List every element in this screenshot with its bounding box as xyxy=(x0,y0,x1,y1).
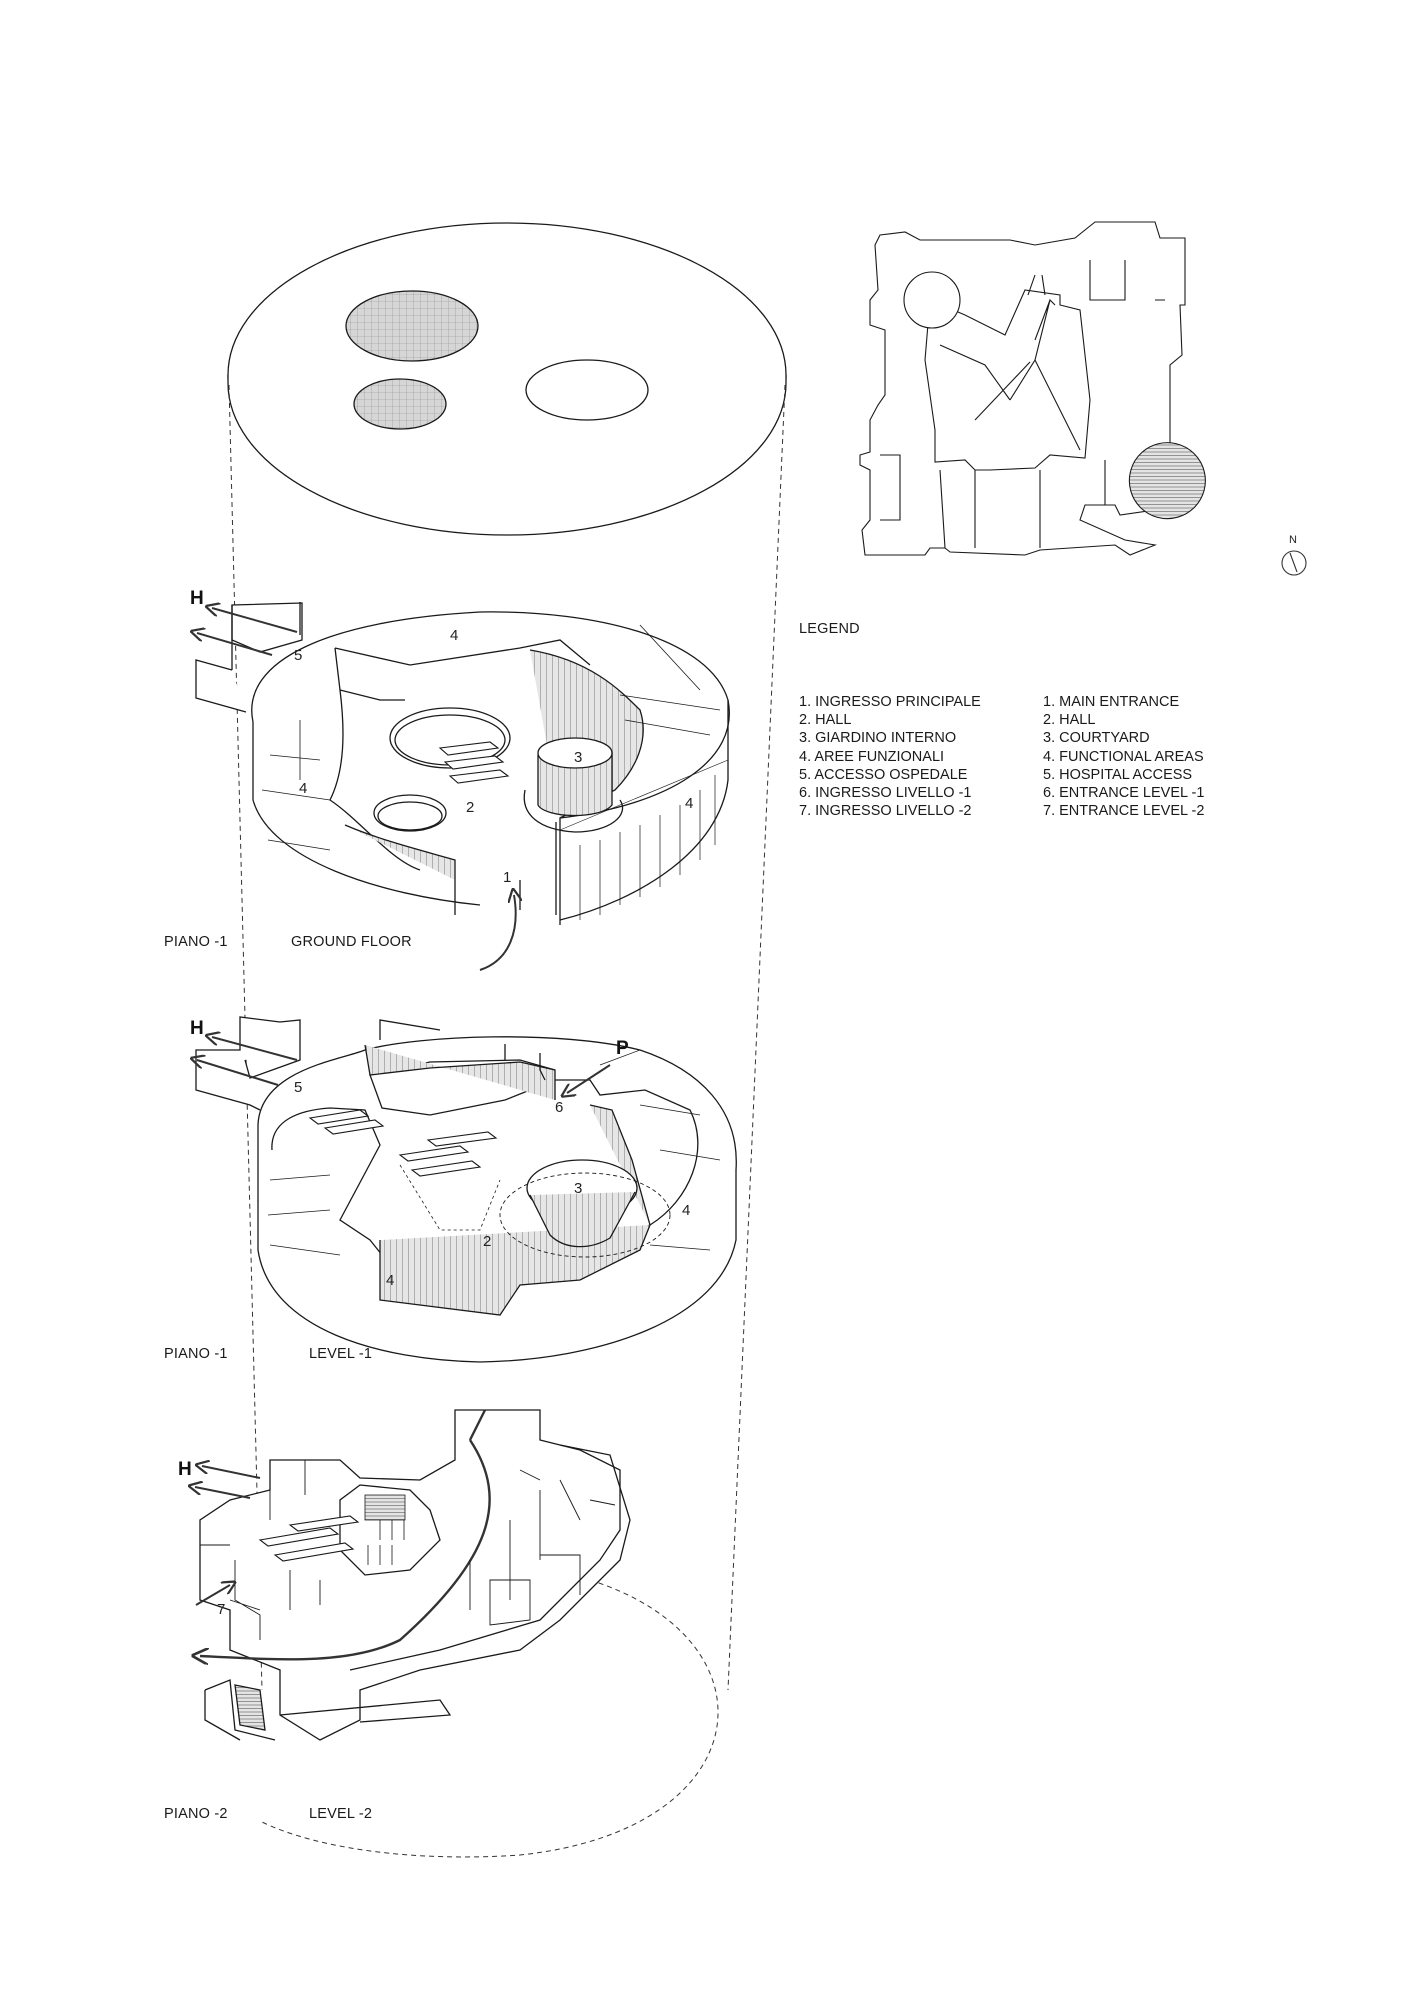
roof-opening-grid-small xyxy=(353,378,447,430)
label-3-level1: 3 xyxy=(574,1180,582,1197)
label-2-ground: 2 xyxy=(466,799,474,816)
legend-it-1: 1. INGRESSO PRINCIPALE xyxy=(799,694,981,710)
level-minus2-it: PIANO -2 xyxy=(164,1806,228,1822)
legend-it-5: 5. ACCESSO OSPEDALE xyxy=(799,766,968,783)
legend-en-2: 2. HALL xyxy=(1043,712,1096,729)
legend-it-2: 2. HALL xyxy=(799,712,852,729)
level-minus1-en: LEVEL -1 xyxy=(309,1346,373,1362)
level-minus1-plate xyxy=(195,1016,737,1363)
legend-it-7: 7. INGRESSO LIVELLO -2 xyxy=(799,803,972,820)
level-ground-en: GROUND FLOOR xyxy=(291,934,412,950)
label-4-right-ground: 4 xyxy=(685,795,693,812)
label-1-ground: 1 xyxy=(503,869,511,886)
legend-en-3: 3. COURTYARD xyxy=(1043,730,1150,747)
hospital-marker-ground: H xyxy=(190,588,204,609)
label-3-ground: 3 xyxy=(574,749,582,766)
legend-en-5: 5. HOSPITAL ACCESS xyxy=(1043,766,1193,783)
label-6-level1: 6 xyxy=(555,1099,563,1116)
roof-disk xyxy=(227,222,787,536)
label-2-level1: 2 xyxy=(483,1233,491,1250)
legend-english: 1. MAIN ENTRANCE 2. HALL 3. COURTYARD 4.… xyxy=(1043,693,1204,820)
level1-arrows xyxy=(197,1037,611,1093)
legend-en-7: 7. ENTRANCE LEVEL -2 xyxy=(1043,803,1205,820)
level-minus2-plate xyxy=(200,1409,631,1741)
label-4-left-level1: 4 xyxy=(386,1272,394,1289)
legend-title: LEGEND xyxy=(799,621,860,637)
legend-en-6: 6. ENTRANCE LEVEL -1 xyxy=(1043,784,1205,801)
legend-it-4: 4. AREE FUNZIONALI xyxy=(799,748,945,765)
label-4-left-ground: 4 xyxy=(299,780,307,797)
ground-floor-plate xyxy=(195,602,730,925)
hospital-marker-level2: H xyxy=(178,1459,192,1480)
hospital-marker-level1: H xyxy=(190,1018,204,1039)
legend-italian: 1. INGRESSO PRINCIPALE 2. HALL 3. GIARDI… xyxy=(799,693,981,820)
roof-opening-grid-large xyxy=(345,290,479,362)
north-label: N xyxy=(1289,534,1297,546)
legend-en-1: 1. MAIN ENTRANCE xyxy=(1043,694,1180,710)
label-7-level2: 7 xyxy=(217,1601,225,1618)
roof-opening-open xyxy=(525,359,649,421)
legend-it-3: 3. GIARDINO INTERNO xyxy=(799,730,957,747)
legend-en-4: 4. FUNCTIONAL AREAS xyxy=(1043,748,1204,765)
level-ground-it: PIANO -1 xyxy=(164,934,228,950)
label-4-top-ground: 4 xyxy=(450,627,458,644)
legend-it-6: 6. INGRESSO LIVELLO -1 xyxy=(799,784,972,801)
level2-arrows xyxy=(195,1466,261,1606)
level-minus1-it: PIANO -1 xyxy=(164,1346,228,1362)
label-5-ground: 5 xyxy=(294,647,302,664)
north-arrow xyxy=(1281,550,1307,576)
label-5-level1: 5 xyxy=(294,1079,302,1096)
level-minus2-en: LEVEL -2 xyxy=(309,1806,373,1822)
parking-marker-level1: P xyxy=(616,1038,629,1059)
site-plan xyxy=(859,221,1206,556)
label-4-right-level1: 4 xyxy=(682,1202,690,1219)
ground-arrows xyxy=(197,608,516,971)
